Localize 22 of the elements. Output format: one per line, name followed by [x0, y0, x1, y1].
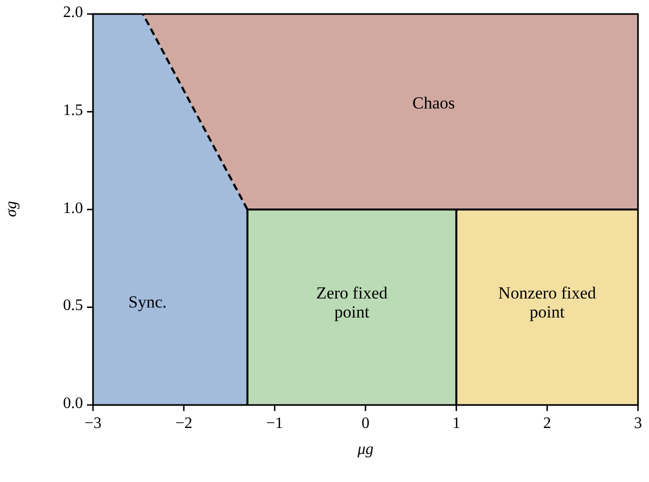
y-tick-label: 1.0	[63, 200, 83, 218]
chaos-region	[142, 14, 638, 210]
sync-region	[93, 14, 248, 405]
zero-fixed-point-region	[247, 210, 456, 405]
x-tick-label: −3	[84, 415, 102, 433]
x-axis-label: μg	[357, 441, 374, 459]
region-label: Zero fixed point	[315, 284, 388, 322]
y-tick-label: 1.5	[63, 102, 83, 120]
x-tick-label: −2	[175, 415, 192, 433]
y-tick-label: 0.0	[63, 395, 83, 413]
y-tick-label: 0.5	[63, 297, 83, 316]
x-tick-label: 3	[634, 415, 642, 433]
y-tick-label: 2.0	[63, 4, 83, 22]
x-tick-label: 0	[362, 415, 370, 433]
x-tick-label: −1	[266, 415, 284, 433]
x-tick-label: 2	[543, 415, 552, 433]
region-label: Nonzero fixed point	[497, 284, 598, 322]
region-label: Chaos	[411, 94, 456, 114]
nonzero-fixed-point-region	[456, 210, 638, 405]
region-label: Sync.	[127, 294, 168, 313]
x-tick-label: 1	[452, 415, 460, 433]
y-axis-label: σg	[2, 200, 21, 216]
